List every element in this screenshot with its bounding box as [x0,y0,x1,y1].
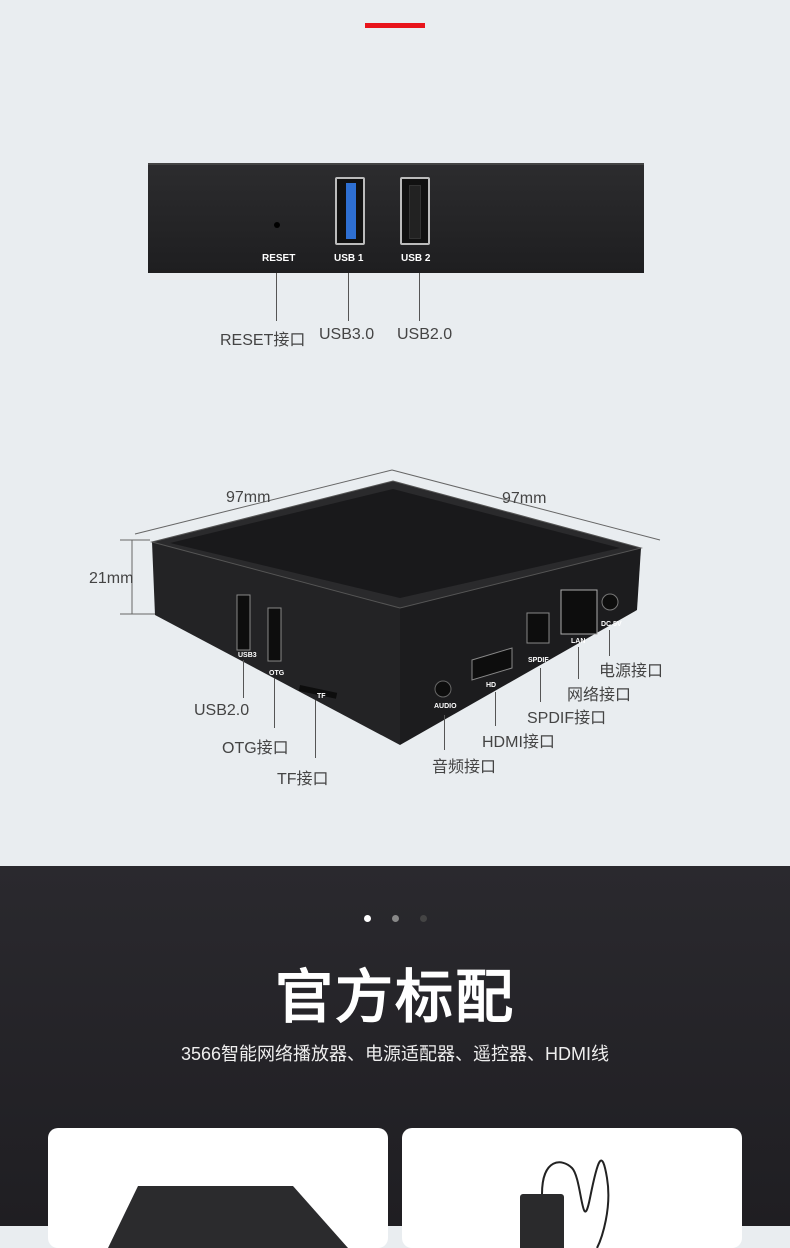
reset-callout: RESET接口 [220,332,306,349]
spdif-side-label: SPDIF [528,657,549,664]
carousel-dot[interactable] [392,915,399,922]
callout-line [315,700,316,758]
reset-label: RESET [262,253,296,264]
callout-line [495,692,496,726]
hd-side-label: HD [486,682,497,689]
callout-line [243,660,244,698]
callout-line [609,630,610,656]
rear-panel-image: RESET USB 1 USB 2 [148,163,644,273]
callout-line [444,715,445,750]
tf-callout: TF接口 [277,771,329,788]
usb2-side-callout: USB2.0 [194,702,250,719]
audio-callout: 音频接口 [432,759,497,776]
player-image [108,1186,348,1248]
dc-side-label: DC 5V [601,621,622,628]
usb3-callout: USB3.0 [319,326,375,343]
product-card-adapter[interactable] [402,1128,742,1248]
callout-line [578,647,579,679]
usb2-callout: USB2.0 [397,326,453,343]
usb1-label: USB 1 [334,253,364,264]
reset-hole [274,222,280,228]
accent-bar [365,23,425,28]
otg-callout: OTG接口 [222,740,289,757]
callout-line [274,678,275,728]
product-card-player[interactable] [48,1128,388,1248]
width-dimension: 97mm [226,489,271,506]
usb2-port [400,177,430,245]
callout-line [419,273,420,321]
box-3d-image [120,469,661,745]
spdif-callout: SPDIF接口 [527,710,607,727]
audio-side-label: AUDIO [434,703,457,710]
depth-dimension: 97mm [502,490,547,507]
hdmi-callout: HDMI接口 [482,734,555,751]
usb2-label: USB 2 [401,253,431,264]
carousel-dot[interactable] [420,915,427,922]
callout-line [348,273,349,321]
lan-callout: 网络接口 [567,687,632,704]
usb3-side-label: USB3 [238,652,257,659]
callout-line [276,273,277,321]
height-dimension: 21mm [89,570,134,587]
power-callout: 电源接口 [599,663,664,680]
accessories-subtitle: 3566智能网络播放器、电源适配器、遥控器、HDMI线 [180,1044,610,1064]
accessories-title: 官方标配 [274,965,515,1030]
usb3-port [335,177,365,245]
tf-side-label: TF [317,693,326,700]
callout-line [540,668,541,702]
otg-side-label: OTG [269,670,285,677]
carousel-dot-active[interactable] [364,915,371,922]
lan-side-label: LAN [571,638,586,645]
adapter-image [520,1159,610,1248]
